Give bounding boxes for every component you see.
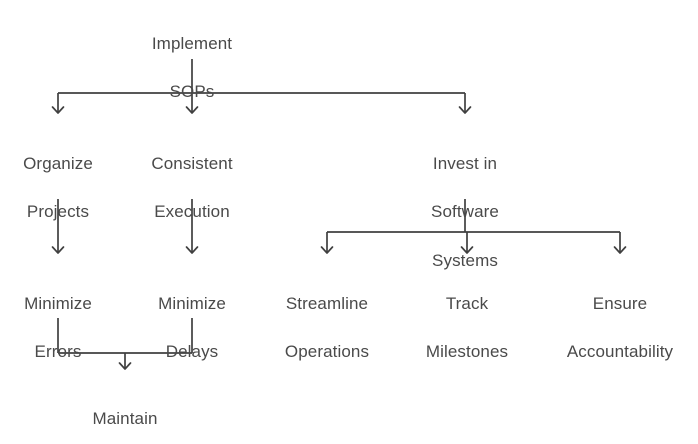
node-track-milestones-line-1: Track xyxy=(445,294,489,314)
node-maintain-quality-line-1: Maintain xyxy=(92,409,158,429)
node-consistent-execution[interactable]: Consistent Execution xyxy=(72,128,312,249)
node-consistent-execution-line-2: Execution xyxy=(154,202,230,222)
node-invest-in-software-systems-line-2: Software xyxy=(431,202,499,222)
node-implement-sops[interactable]: Implement SOPs xyxy=(0,8,384,129)
node-minimize-delays-line-1: Minimize xyxy=(158,294,226,314)
node-organize-projects-line-2: Projects xyxy=(26,202,90,222)
node-minimize-errors[interactable]: Minimize Errors xyxy=(0,268,178,389)
node-organize-projects-line-1: Organize xyxy=(23,154,93,174)
node-streamline-operations-line-1: Streamline xyxy=(285,294,369,314)
node-maintain-quality[interactable]: Maintain Quality xyxy=(5,383,245,444)
node-invest-in-software-systems-line-1: Invest in xyxy=(432,154,498,174)
node-implement-sops-line-2: SOPs xyxy=(169,82,215,102)
node-minimize-errors-line-2: Errors xyxy=(34,342,82,362)
node-minimize-errors-line-1: Minimize xyxy=(24,294,92,314)
node-track-milestones[interactable]: Track Milestones xyxy=(347,268,587,389)
node-minimize-delays-line-2: Delays xyxy=(165,342,219,362)
node-ensure-accountability-line-1: Ensure xyxy=(592,294,648,314)
node-consistent-execution-line-1: Consistent xyxy=(151,154,233,174)
node-minimize-delays[interactable]: Minimize Delays xyxy=(72,268,312,389)
node-streamline-operations[interactable]: Streamline Operations xyxy=(207,268,447,389)
node-organize-projects[interactable]: Organize Projects xyxy=(0,128,178,249)
node-streamline-operations-line-2: Operations xyxy=(284,342,370,362)
node-invest-in-software-systems-line-3: Systems xyxy=(432,250,498,270)
node-implement-sops-line-1: Implement xyxy=(151,34,233,54)
node-ensure-accountability[interactable]: Ensure Accountability xyxy=(500,268,698,389)
node-invest-in-software-systems[interactable]: Invest in Software Systems xyxy=(345,128,585,297)
node-ensure-accountability-line-2: Accountability xyxy=(566,342,674,362)
node-track-milestones-line-2: Milestones xyxy=(425,342,509,362)
